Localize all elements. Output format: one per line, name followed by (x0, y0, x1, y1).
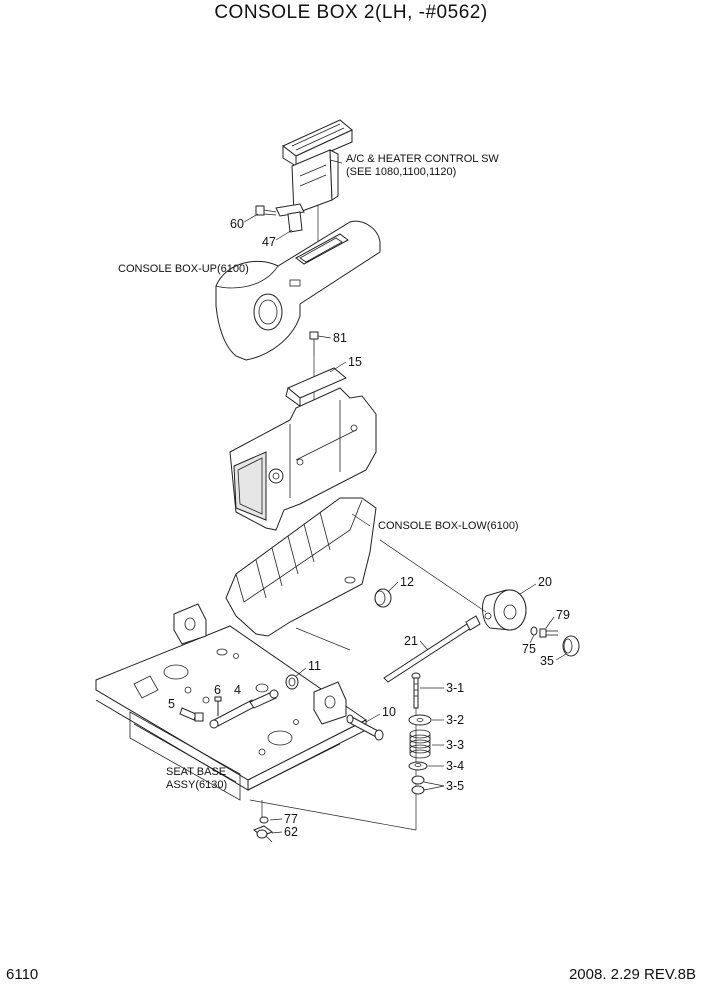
knob-20 (482, 589, 527, 631)
seat-base-label-line1: SEAT BASE (166, 766, 226, 778)
console-box-lower-frame (229, 387, 377, 531)
washer-3-4 (408, 761, 428, 771)
seat-base-assy (95, 603, 367, 801)
pin-10 (346, 714, 384, 741)
callout-10: 10 (382, 705, 396, 719)
cap-12 (374, 588, 392, 608)
console-box-up-label: CONSOLE BOX-UP(6100) (118, 263, 249, 275)
console-box-lower-shell (225, 497, 377, 637)
callout-62: 62 (284, 825, 298, 839)
callout-3-4: 3-4 (446, 759, 464, 773)
ac-heater-label-line1: A/C & HEATER CONTROL SW (346, 153, 499, 165)
bolt-79 (539, 628, 558, 638)
revision-label: 2008. 2.29 REV.8B (568, 966, 696, 983)
cap-35 (562, 635, 580, 657)
callout-35: 35 (540, 654, 554, 668)
spring-3-3 (409, 729, 431, 759)
callout-21: 21 (404, 634, 418, 648)
washer-3-2 (408, 714, 432, 726)
screw-60 (255, 205, 277, 216)
callout-6: 6 (214, 683, 221, 697)
callout-3-3: 3-3 (446, 738, 464, 752)
rod-21 (383, 615, 481, 683)
console-box-low-label: CONSOLE BOX-LOW(6100) (378, 520, 519, 532)
ac-heater-control-switch (282, 119, 353, 215)
bolt-5 (179, 707, 204, 722)
o-ring-11 (285, 674, 299, 690)
pin-6 (214, 696, 222, 716)
callout-20: 20 (538, 575, 552, 589)
bracket-47 (275, 203, 305, 233)
washer-75 (530, 626, 538, 636)
callout-3-2: 3-2 (446, 713, 464, 727)
callout-11: 11 (308, 659, 321, 673)
page-number: 6110 (6, 966, 39, 983)
callout-77: 77 (284, 812, 298, 826)
callout-79: 79 (556, 608, 570, 622)
washer-77 (259, 816, 269, 824)
callout-15: 15 (348, 355, 362, 369)
callout-3-5: 3-5 (446, 779, 464, 793)
callout-81: 81 (333, 331, 347, 345)
callout-4: 4 (234, 683, 241, 697)
callout-47: 47 (262, 235, 276, 249)
callout-60: 60 (230, 217, 244, 231)
bolt-3-1 (411, 672, 421, 709)
page-title: CONSOLE BOX 2(LH, -#0562) (214, 2, 488, 23)
callout-75: 75 (522, 642, 536, 656)
callout-3-1: 3-1 (446, 681, 464, 695)
console-box-upper (215, 220, 381, 361)
callout-5: 5 (168, 697, 175, 711)
nuts-3-5 (411, 775, 425, 795)
seat-base-label-line2: ASSY(6130) (166, 779, 227, 791)
bolt-81 (309, 331, 319, 356)
ac-heater-label-line2: (SEE 1080,1100,1120) (346, 166, 456, 178)
gas-spring-4 (209, 689, 279, 729)
wing-bolt-62 (252, 825, 274, 843)
callout-12: 12 (400, 575, 414, 589)
